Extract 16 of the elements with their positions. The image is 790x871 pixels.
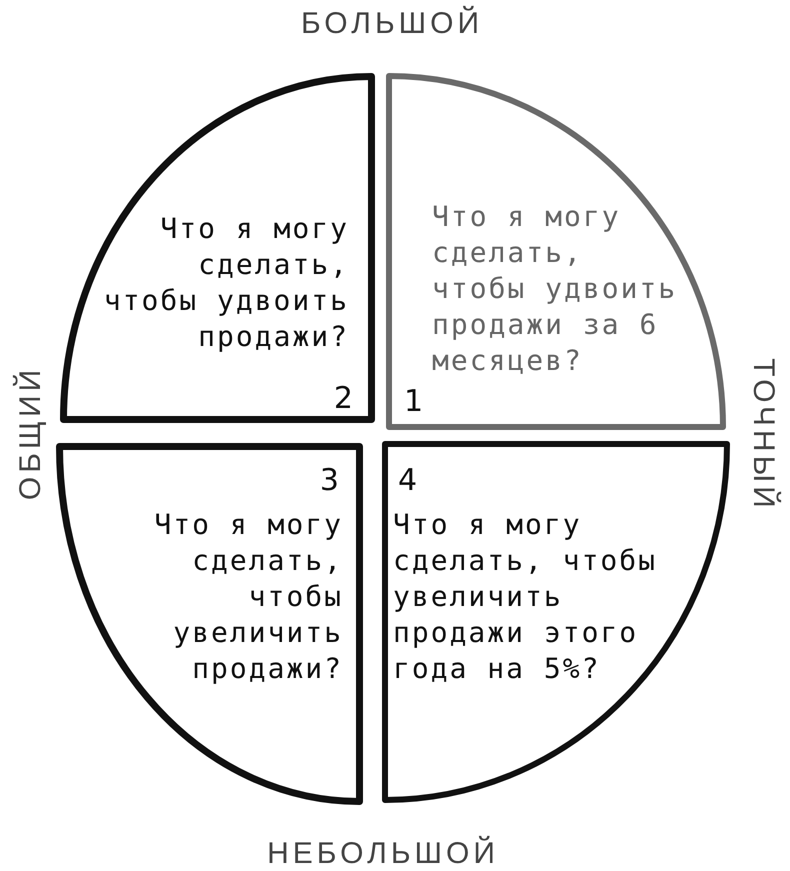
quadrant-segment <box>60 73 375 423</box>
quadrant-number: 4 <box>398 465 418 497</box>
axis-label: ТОЧНЫЙ <box>746 358 782 512</box>
quadrant-segment <box>382 441 730 803</box>
quadrant-number: 2 <box>334 383 353 415</box>
quadrant-number: 1 <box>404 386 424 418</box>
question-text: Что я могу сделать, чтобы удвоить продажи? <box>102 211 349 355</box>
quadrant-segment <box>386 73 726 430</box>
question-text: Что я могу сделать, чтобы удвоить продажи за 6 месяцев? <box>432 199 678 379</box>
question-text: Что я могу сделать, чтобы увеличить продажи этого года на 5%? <box>393 507 658 687</box>
question-text: Что я могу сделать, чтобы увеличить продажи? <box>153 507 343 687</box>
quadrant-segment <box>56 443 363 805</box>
axis-label: БОЛЬШОЙ <box>300 4 484 41</box>
quadrant-number: 3 <box>320 465 339 497</box>
axis-label: НЕБОЛЬШОЙ <box>267 834 499 871</box>
axis-label: ОБЩИЙ <box>12 366 48 500</box>
